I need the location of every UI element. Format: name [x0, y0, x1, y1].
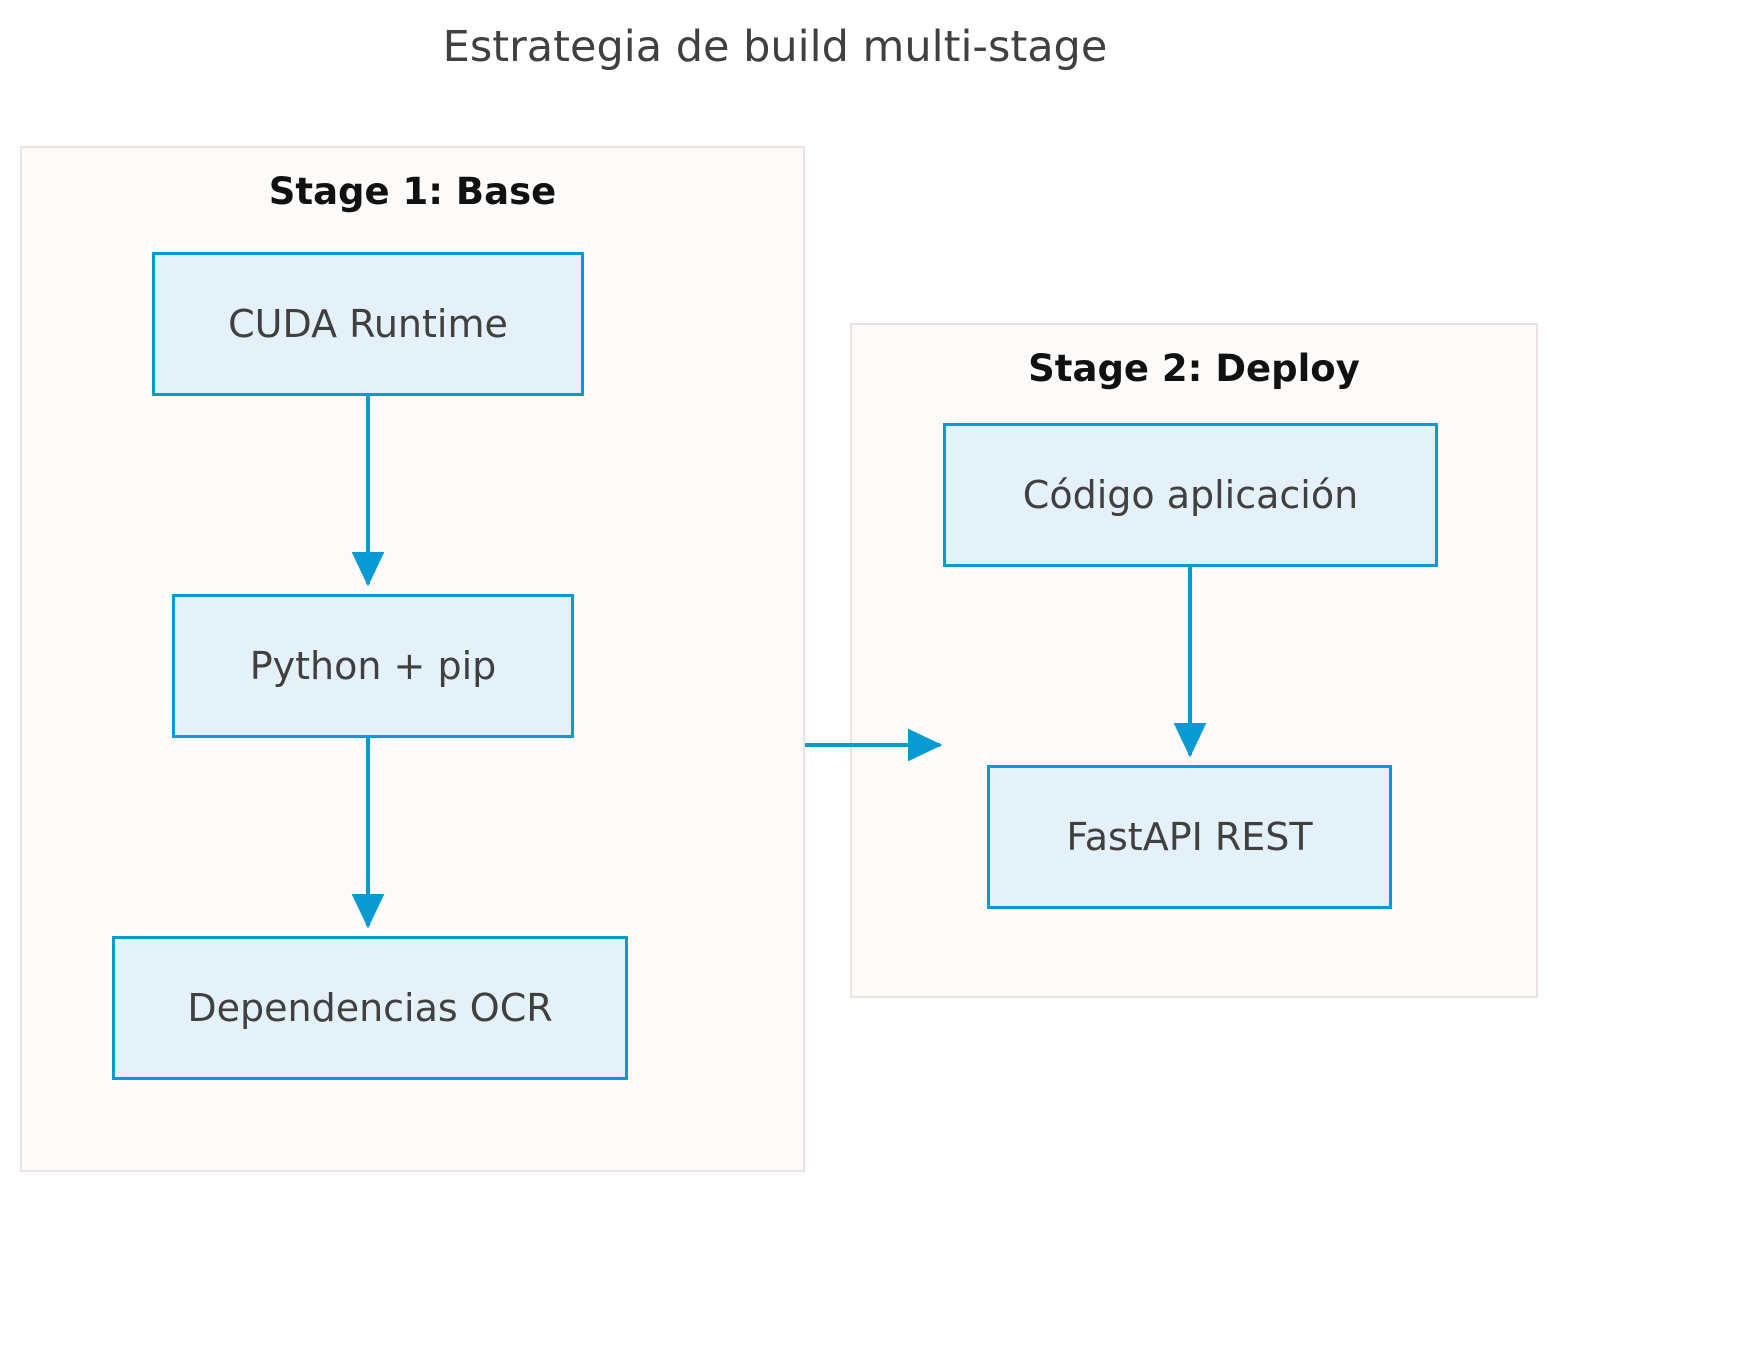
node-python-pip[interactable]: Python + pip: [172, 594, 574, 738]
node-fastapi-rest-label: FastAPI REST: [1066, 815, 1313, 859]
node-codigo-aplicacion[interactable]: Código aplicación: [943, 423, 1438, 567]
node-codigo-aplicacion-label: Código aplicación: [1022, 473, 1359, 517]
page-title: Estrategia de build multi-stage: [442, 22, 1108, 72]
node-dependencias-ocr[interactable]: Dependencias OCR: [112, 936, 628, 1080]
node-dependencias-ocr-label: Dependencias OCR: [187, 986, 553, 1030]
stage-2-label: Stage 2: Deploy: [1028, 347, 1360, 390]
node-python-pip-label: Python + pip: [249, 644, 497, 688]
node-cuda-runtime-label: CUDA Runtime: [228, 302, 508, 346]
stage-1-label: Stage 1: Base: [268, 170, 557, 213]
node-fastapi-rest[interactable]: FastAPI REST: [987, 765, 1392, 909]
node-cuda-runtime[interactable]: CUDA Runtime: [152, 252, 584, 396]
